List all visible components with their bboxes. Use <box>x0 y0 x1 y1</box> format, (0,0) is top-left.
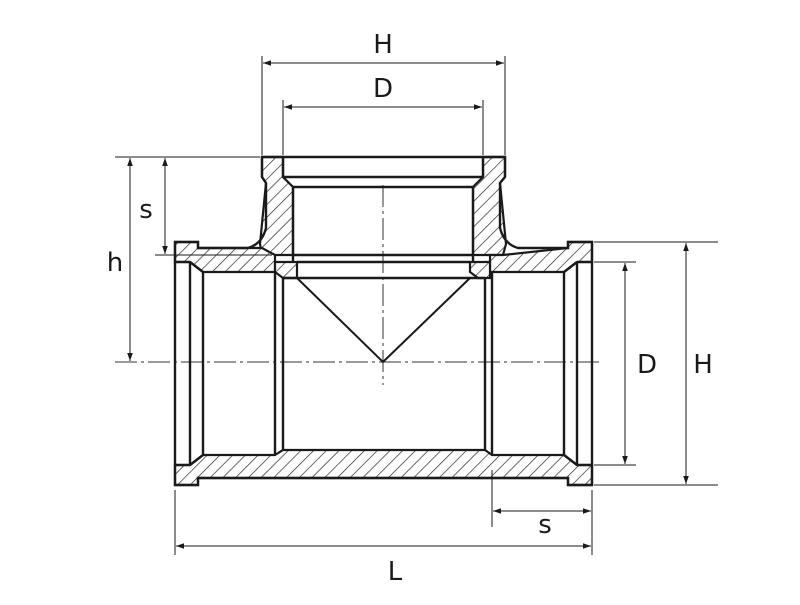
label-left-h: h <box>107 248 123 278</box>
left-chamfer-bottom <box>189 454 204 466</box>
label-bottom-L: L <box>388 557 403 587</box>
label-top-H: H <box>373 30 393 60</box>
right-chamfer-top <box>563 261 578 273</box>
shoulder-right <box>468 260 492 280</box>
left-chamfer-top <box>189 261 204 273</box>
label-bottom-s: s <box>538 510 552 540</box>
right-chamfer-bottom <box>563 454 578 466</box>
label-top-D: D <box>373 74 393 104</box>
drill-cone <box>296 277 471 364</box>
tee-outer-outline <box>173 155 594 262</box>
tee-outer-outline-bottom <box>173 262 594 487</box>
label-right-H: H <box>693 350 713 380</box>
run-bottom-wall <box>173 448 594 487</box>
shoulder-left <box>273 260 299 280</box>
label-left-s: s <box>139 195 153 225</box>
label-right-D: D <box>637 350 657 380</box>
